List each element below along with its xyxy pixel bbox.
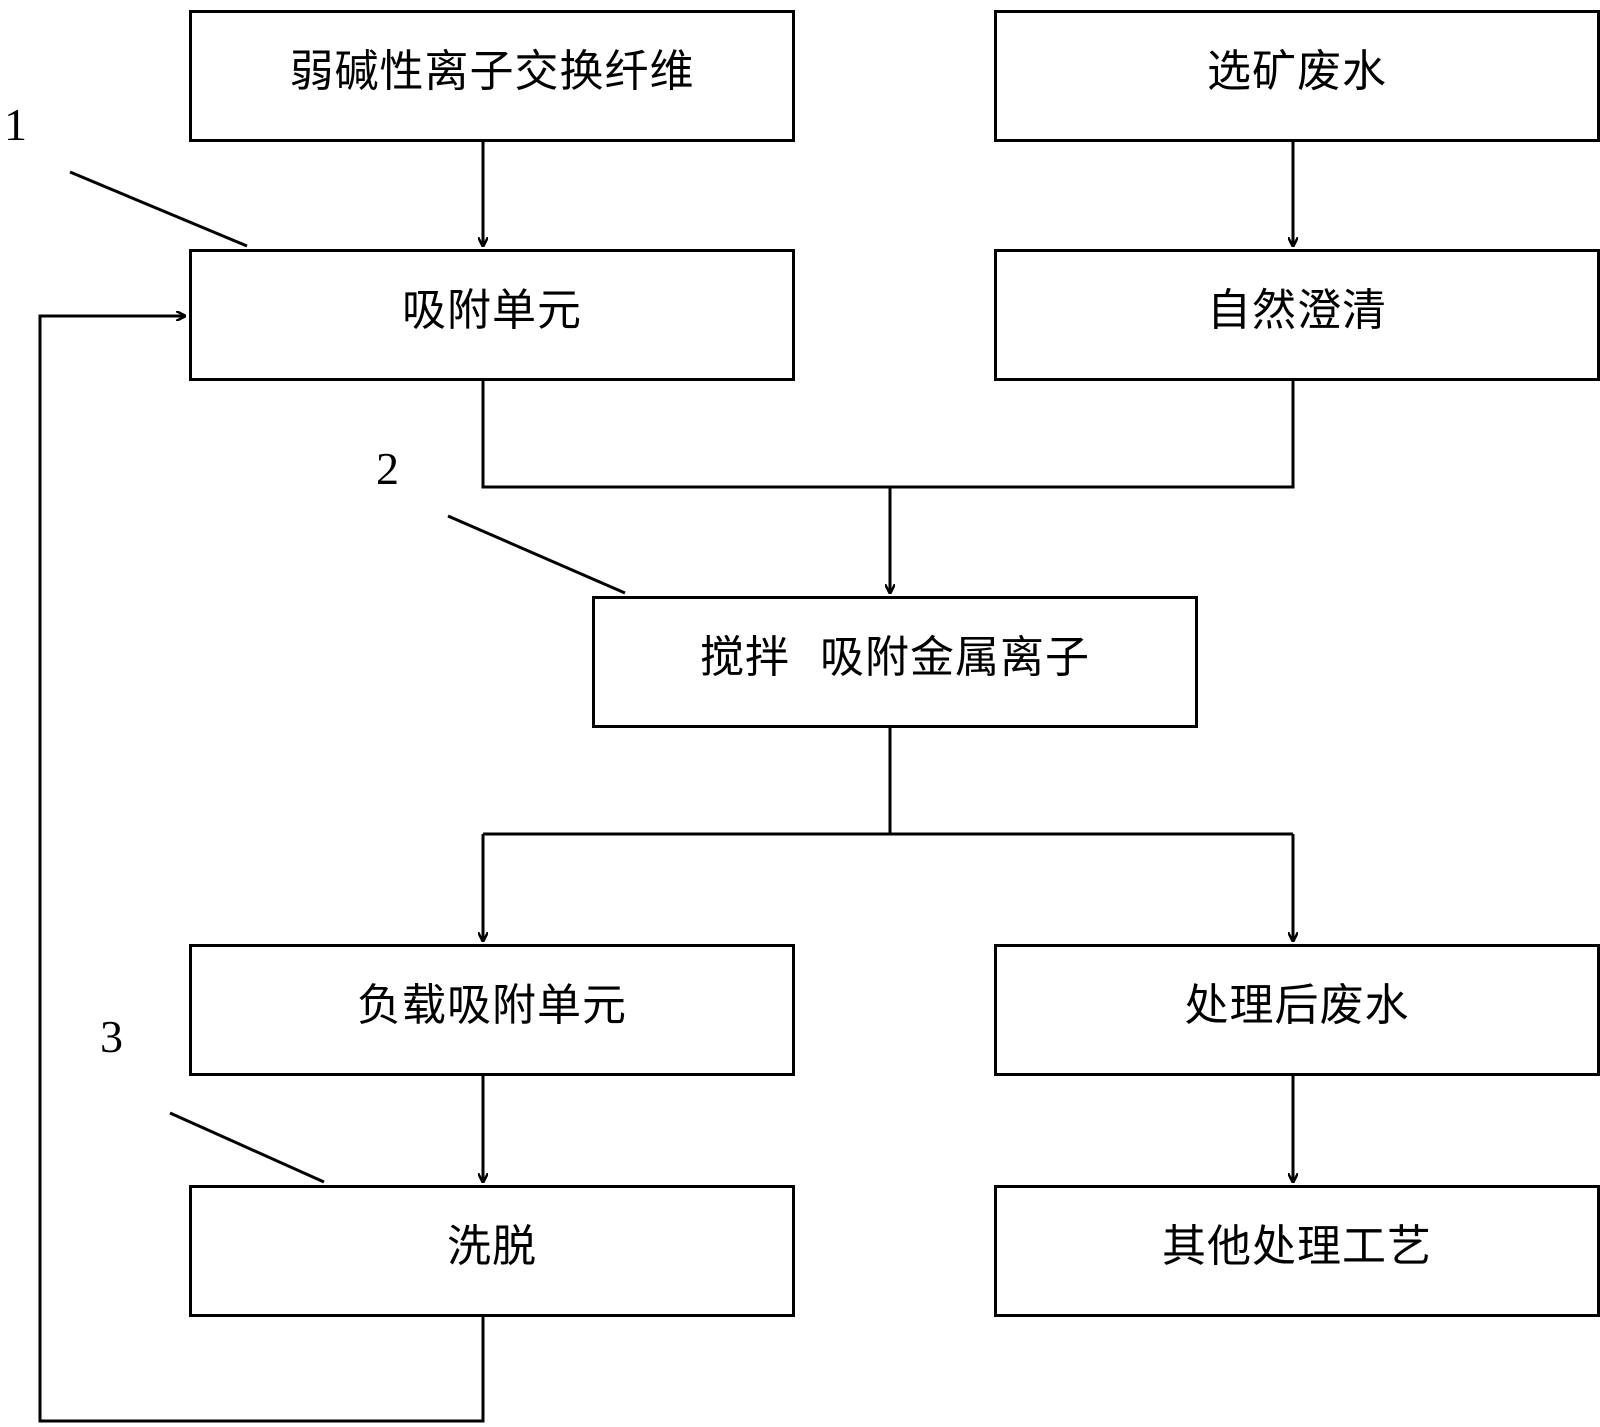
box-clarification-label: 自然澄清 bbox=[1207, 285, 1387, 336]
box-wastewater: 选矿废水 bbox=[994, 10, 1600, 142]
box-fiber: 弱碱性离子交换纤维 bbox=[189, 10, 795, 142]
marker-2: 2 bbox=[376, 443, 399, 494]
box-treated-water-label: 处理后废水 bbox=[1184, 980, 1410, 1031]
box-wastewater-label: 选矿废水 bbox=[1207, 46, 1387, 97]
box-other-processes-label: 其他处理工艺 bbox=[1162, 1221, 1432, 1272]
box-loaded-unit: 负载吸附单元 bbox=[189, 944, 795, 1076]
box-clarification: 自然澄清 bbox=[994, 249, 1600, 381]
box-loaded-unit-label: 负载吸附单元 bbox=[357, 980, 627, 1031]
box-adsorption-unit: 吸附单元 bbox=[189, 249, 795, 381]
box-treated-water: 处理后废水 bbox=[994, 944, 1600, 1076]
box-other-processes: 其他处理工艺 bbox=[994, 1185, 1600, 1317]
box-stirring: 搅拌 吸附金属离子 bbox=[592, 596, 1198, 728]
recycle-loop-arrow bbox=[38, 316, 485, 1423]
leader-line-2 bbox=[447, 514, 626, 595]
leader-line-1 bbox=[69, 170, 248, 248]
box-fiber-label: 弱碱性离子交换纤维 bbox=[289, 46, 695, 97]
box-elution: 洗脱 bbox=[189, 1185, 795, 1317]
box-elution-label: 洗脱 bbox=[447, 1221, 537, 1272]
merge-line bbox=[481, 380, 1295, 489]
box-stirring-label: 搅拌 吸附金属离子 bbox=[700, 632, 1090, 683]
box-adsorption-unit-label: 吸附单元 bbox=[402, 285, 582, 336]
marker-3: 3 bbox=[100, 1011, 123, 1062]
marker-1: 1 bbox=[4, 99, 27, 150]
leader-line-3 bbox=[169, 1111, 325, 1184]
